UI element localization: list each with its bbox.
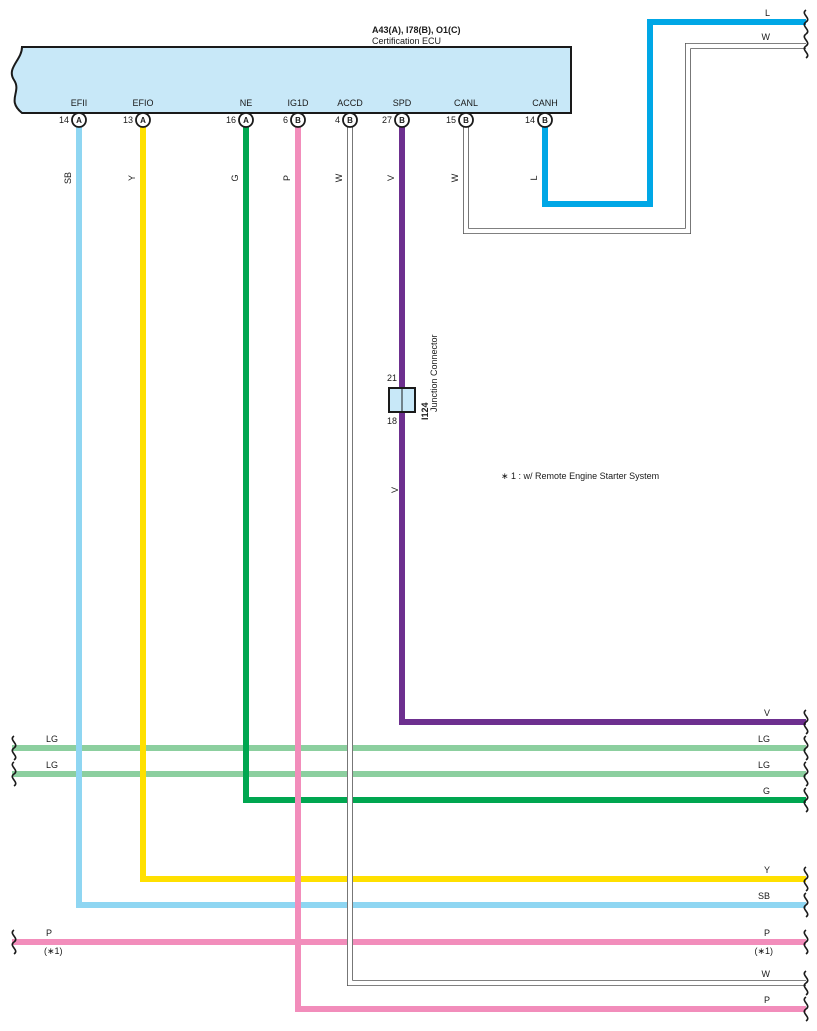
ecu-body <box>10 46 572 114</box>
wire-right-label-3: LG <box>758 734 770 744</box>
ecu-pin-number-canh: 14 <box>525 115 535 125</box>
ecu-pin-connector-canh <box>537 112 553 128</box>
wire-right-label-7: SB <box>758 891 770 901</box>
ecu-name: Certification ECU <box>372 36 441 46</box>
ecu-pin-connector-letter-canl: B <box>463 116 469 125</box>
wire-left-label-8: P <box>46 928 52 938</box>
wires-layer: L W V V LG LG LG LG G Y SB P (∗1) P (∗1) W P SB Y G P W V W L <box>11 8 809 1022</box>
wire-right-brace-2 <box>803 709 809 735</box>
wire-efio-y <box>140 127 806 882</box>
wire-right-label-9: W <box>762 969 771 979</box>
wire-left-brace-3 <box>11 735 17 761</box>
wire-right-brace-8 <box>803 929 809 955</box>
ecu-pin-name-canh: CANH <box>532 98 558 108</box>
ecu-pin-name-ne: NE <box>240 98 253 108</box>
ecu-pin-name-ig1d: IG1D <box>287 98 309 108</box>
option-note: ∗ 1 : w/ Remote Engine Starter System <box>501 471 659 481</box>
wire-ig1d-p <box>295 127 806 1012</box>
wire-left-brace-8 <box>11 929 17 955</box>
wire-ne-g <box>243 127 806 803</box>
ecu-pin-number-ne: 16 <box>226 115 236 125</box>
wire-right-brace-3 <box>803 735 809 761</box>
wire-right-brace-10 <box>803 996 809 1022</box>
ecu-pin-name-efii: EFII <box>71 98 88 108</box>
ecu-pin-connector-ne <box>238 112 254 128</box>
wire-right-label-6: Y <box>764 865 770 875</box>
wire-right-label-5: G <box>763 786 770 796</box>
ecu-pin-number-efii: 14 <box>59 115 69 125</box>
pins-layer: EFIIA14EFIOA13NEA16IG1DB6ACCDB4SPDB27CAN… <box>59 98 558 128</box>
wire-left-note-8: (∗1) <box>44 946 63 956</box>
wire-right-brace-0 <box>803 9 809 35</box>
vertical-label-canl: W <box>450 173 460 182</box>
wire-right-label-2: V <box>764 708 770 718</box>
wire-right-brace-9 <box>803 970 809 996</box>
ecu-pin-connector-letter-ig1d: B <box>295 116 301 125</box>
ecu-connector-codes: A43(A), I78(B), O1(C) <box>372 25 461 35</box>
junction-connector: 21 18 I124 Junction Connector <box>387 334 439 426</box>
ecu-pin-connector-ig1d <box>290 112 306 128</box>
wire-right-note-8: (∗1) <box>754 946 773 956</box>
ecu-pin-connector-letter-accd: B <box>347 116 353 125</box>
wire-right-brace-1 <box>803 33 809 59</box>
ecu-pin-connector-letter-spd: B <box>399 116 405 125</box>
ecu-pin-connector-efii <box>71 112 87 128</box>
junction-code: I124 <box>420 402 430 420</box>
ecu-pin-number-accd: 4 <box>335 115 340 125</box>
junction-name: Junction Connector <box>429 334 439 412</box>
vertical-label-efio: Y <box>127 175 137 181</box>
wire-accd-w-fill <box>347 127 806 986</box>
junction-pin-bottom: 18 <box>387 416 397 426</box>
ecu-pin-number-spd: 27 <box>382 115 392 125</box>
wire-mid-label-2: V <box>390 487 400 493</box>
wire-left-brace-4 <box>11 761 17 787</box>
ecu-pin-connector-letter-efio: A <box>140 116 146 125</box>
vertical-label-ne: G <box>230 174 240 181</box>
vertical-label-canh: L <box>529 175 539 180</box>
vertical-label-accd: W <box>334 173 344 182</box>
wire-right-label-4: LG <box>758 760 770 770</box>
ecu-pin-connector-letter-efii: A <box>76 116 82 125</box>
ecu-pin-connector-accd <box>342 112 358 128</box>
ecu-pin-connector-letter-canh: B <box>542 116 548 125</box>
wire-canl-w-fill <box>463 43 806 234</box>
ecu-pin-connector-letter-ne: A <box>243 116 249 125</box>
ecu-pin-name-accd: ACCD <box>337 98 363 108</box>
wire-left-label-3: LG <box>46 734 58 744</box>
ecu-pin-number-efio: 13 <box>123 115 133 125</box>
ecu-pin-number-canl: 15 <box>446 115 456 125</box>
ecu-pin-connector-canl <box>458 112 474 128</box>
ecu-pin-connector-efio <box>135 112 151 128</box>
wire-spd-v-lower <box>399 412 806 725</box>
wire-right-label-1: W <box>762 32 771 42</box>
ecu-pin-connector-spd <box>394 112 410 128</box>
ecu-pin-name-spd: SPD <box>393 98 412 108</box>
wire-right-label-10: P <box>764 995 770 1005</box>
ecu-pin-name-efio: EFIO <box>132 98 153 108</box>
wire-left-label-4: LG <box>46 760 58 770</box>
ecu-pin-number-ig1d: 6 <box>283 115 288 125</box>
wire-accd-w <box>347 127 806 986</box>
vertical-label-ig1d: P <box>282 175 292 181</box>
wire-right-label-0: L <box>765 8 770 18</box>
wire-right-brace-7 <box>803 892 809 918</box>
wire-right-brace-5 <box>803 787 809 813</box>
vertical-label-efii: SB <box>63 172 73 184</box>
ecu-pin-name-canl: CANL <box>454 98 478 108</box>
wire-right-brace-6 <box>803 866 809 892</box>
wire-canh-l <box>542 19 806 207</box>
wire-efii-sb <box>76 127 806 908</box>
junction-pin-top: 21 <box>387 373 397 383</box>
wire-right-brace-4 <box>803 761 809 787</box>
wire-right-label-8: P <box>764 928 770 938</box>
vertical-label-spd: V <box>386 175 396 181</box>
